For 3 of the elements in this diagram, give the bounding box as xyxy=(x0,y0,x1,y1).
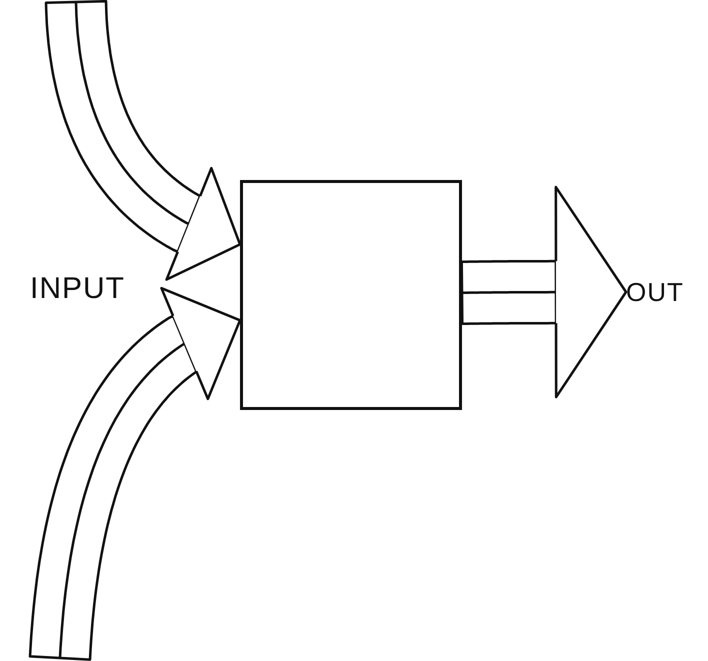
label-text: INPUT xyxy=(30,272,125,306)
output-label: OUT xyxy=(626,275,688,309)
process-box xyxy=(240,180,462,410)
